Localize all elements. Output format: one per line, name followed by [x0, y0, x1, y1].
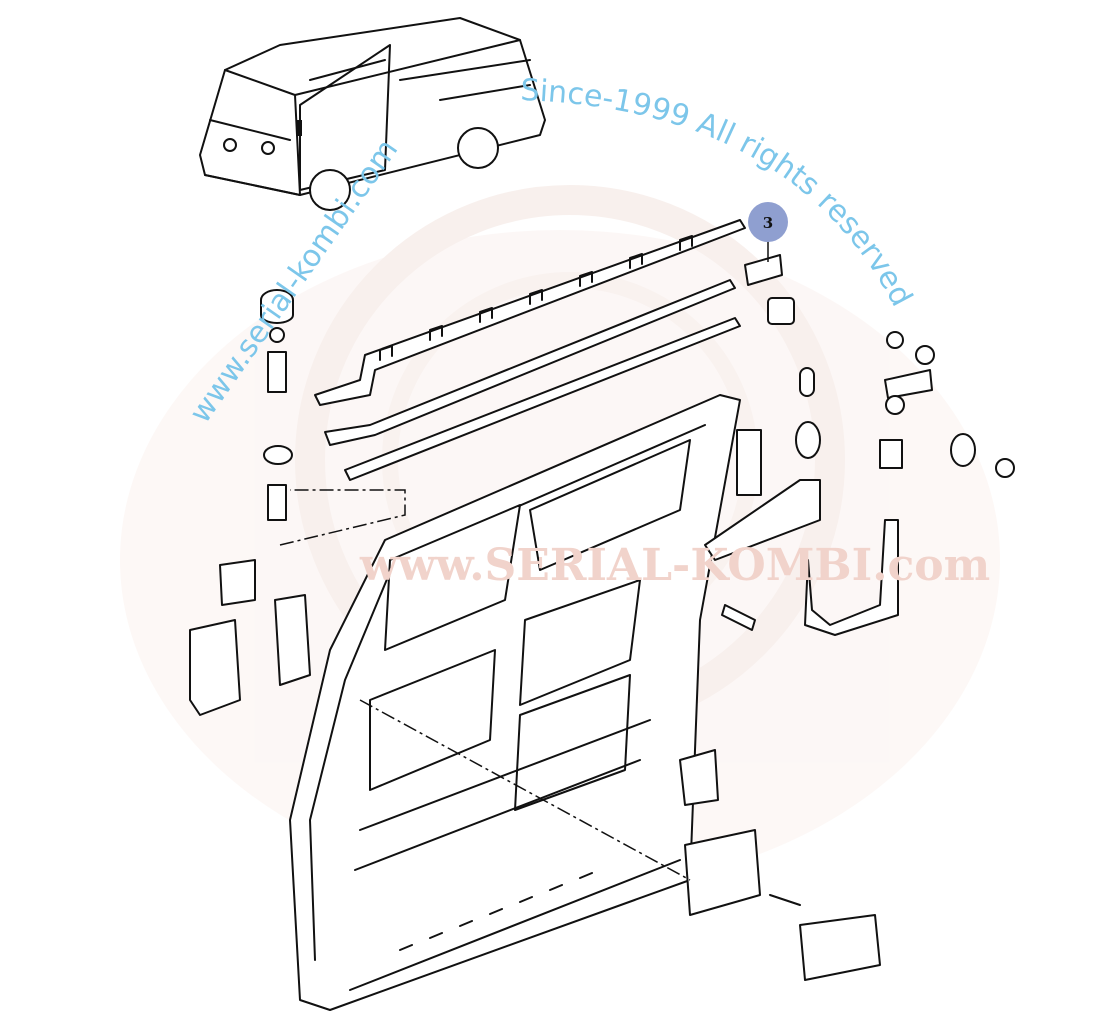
van-illustration	[199, 17, 546, 211]
door-seal-strips	[314, 219, 746, 481]
callout-3[interactable]: 3	[748, 202, 788, 262]
callout-number: 3	[763, 214, 773, 232]
lower-guide-parts	[189, 289, 311, 716]
hinge-and-roller-parts	[679, 254, 1015, 981]
watermark-url-large: www.SERIAL-KOMBI.com	[359, 540, 990, 591]
sliding-door-panel	[289, 394, 741, 1011]
